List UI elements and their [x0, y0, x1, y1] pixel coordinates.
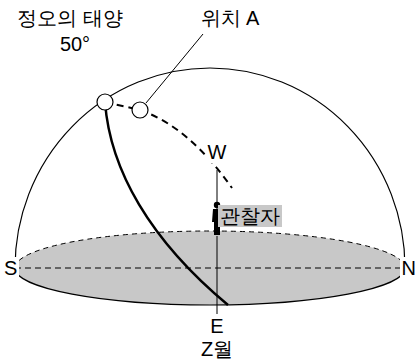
- direction-label: N: [400, 257, 418, 279]
- direction-label: E: [208, 315, 225, 337]
- south-north-line: [15, 268, 405, 269]
- horizon-back: [15, 231, 405, 268]
- noon-sun: [97, 94, 113, 110]
- dome: [15, 68, 405, 268]
- sun-position-a: [132, 102, 148, 118]
- label-noon-sun: 정오의 태양: [17, 7, 123, 29]
- horizon-front: [15, 268, 405, 305]
- leader-line: [146, 34, 203, 103]
- label-position: 위치 A: [201, 7, 260, 29]
- east-line: [217, 236, 218, 314]
- observer-label: 관찰자: [218, 205, 282, 227]
- direction-label: S: [2, 257, 19, 279]
- sun-path-afternoon: [105, 102, 232, 188]
- sun-path: [105, 102, 228, 305]
- month-label: Z월: [201, 338, 233, 360]
- altitude-angle: 50°: [60, 33, 90, 55]
- direction-label: W: [206, 141, 229, 163]
- horizon-plane: [15, 231, 405, 305]
